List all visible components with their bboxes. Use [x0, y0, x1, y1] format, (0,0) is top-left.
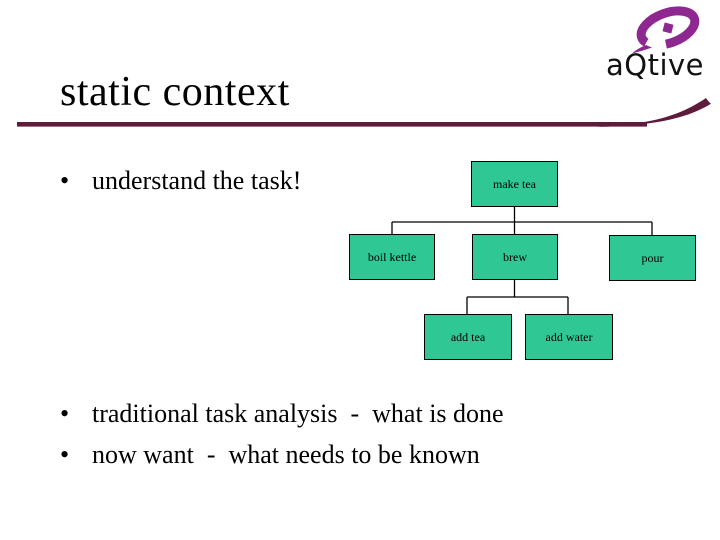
tree-node-pour: pour — [609, 235, 696, 281]
tree-node-boil-kettle: boil kettle — [349, 234, 435, 280]
bullet-marker: • — [60, 399, 70, 428]
aqtive-logo-icon — [632, 6, 700, 54]
bullet-item: • now want - what needs to be known — [58, 440, 480, 470]
bullet-text: traditional task analysis - what is done — [92, 399, 504, 428]
bullet-item: • traditional task analysis - what is do… — [58, 399, 504, 429]
tree-node-label: add tea — [450, 329, 486, 344]
bullet-text: now want - what needs to be known — [92, 440, 480, 469]
tree-node-label: add water — [545, 329, 593, 344]
tree-node-label: boil kettle — [367, 249, 417, 264]
bullet-marker: • — [60, 440, 70, 469]
tree-node-label: pour — [641, 250, 664, 265]
tree-node-label: brew — [503, 249, 527, 264]
tree-node-add-water: add water — [525, 314, 613, 360]
tree-node-make-tea: make tea — [471, 161, 558, 207]
bullet-marker: • — [60, 166, 70, 195]
bullet-text: understand the task! — [92, 166, 302, 195]
bullet-item: • understand the task! — [58, 166, 301, 196]
tree-node-add-tea: add tea — [424, 314, 512, 360]
tree-node-brew: brew — [472, 234, 558, 280]
logo-wordmark: aQtive — [605, 48, 705, 82]
page-title: static context — [60, 69, 290, 115]
title-divider-swoosh — [17, 98, 711, 127]
tree-node-label: make tea — [493, 176, 536, 191]
